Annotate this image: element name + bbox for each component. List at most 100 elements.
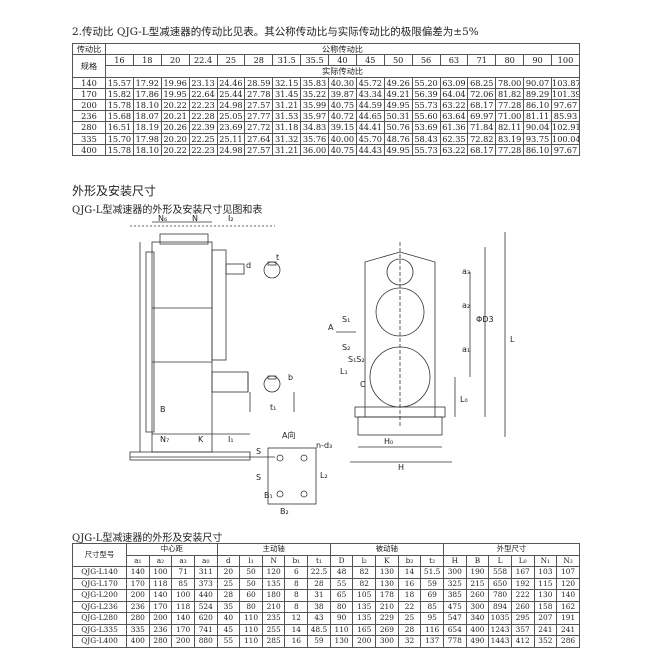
dim-value-cell: 85 <box>420 600 444 613</box>
ratio-value-cell: 17.98 <box>132 132 162 145</box>
dim-value-cell: 116 <box>420 623 444 636</box>
dim-value-cell: 14 <box>397 566 422 579</box>
ratio-value-cell: 22.28 <box>188 110 218 123</box>
ratio-value-cell: 93.75 <box>523 132 552 145</box>
dim-value-cell: 241 <box>556 623 580 636</box>
ratio-value-cell: 17.92 <box>132 76 162 89</box>
ratio-value-cell: 22.64 <box>188 87 218 100</box>
svg-text:n-d₃: n-d₃ <box>316 441 332 450</box>
dim-subheader-cell: N₂ <box>556 554 580 567</box>
dim-value-cell: 335 <box>126 623 150 636</box>
dim-value-cell: 82 <box>352 566 377 579</box>
ratio-value-cell: 101.39 <box>551 87 580 100</box>
ratio-value-cell: 20.22 <box>160 98 190 112</box>
dim-header-model: 尺寸型号 <box>72 543 127 567</box>
svg-text:L₂: L₂ <box>320 471 328 480</box>
ratio-value-cell: 19.96 <box>160 76 190 89</box>
ratio-nominal-label: 公称传动比 <box>105 42 580 56</box>
ratio-nominal-cell: 63 <box>439 54 469 67</box>
dim-value-cell: 400 <box>126 635 150 648</box>
dim-value-cell: 110 <box>329 623 354 636</box>
ratio-value-cell: 15.78 <box>105 98 134 112</box>
drawing-shaft-output <box>211 371 249 393</box>
ratio-value-cell: 62.35 <box>439 132 469 145</box>
ratio-value-cell: 18.10 <box>132 98 162 112</box>
dim-value-cell: 524 <box>193 600 218 613</box>
ratio-value-cell: 44.43 <box>355 143 385 156</box>
dim-value-cell: 558 <box>488 566 512 579</box>
ratio-value-cell: 83.19 <box>495 132 525 145</box>
dim-value-cell: 28 <box>307 577 331 590</box>
ratio-value-cell: 16.51 <box>105 121 134 134</box>
dim-subheader-cell: K <box>375 554 399 567</box>
svg-text:S₁S₂: S₁S₂ <box>348 355 365 364</box>
dim-value-cell: 260 <box>510 600 535 613</box>
svg-text:I₂: I₂ <box>228 214 234 223</box>
dim-value-cell: 35 <box>216 600 241 613</box>
ratio-value-cell: 31.32 <box>272 132 302 145</box>
ratio-value-cell: 40.75 <box>328 143 357 156</box>
dim-value-cell: 475 <box>442 600 467 613</box>
dim-model-cell: QJG-L400 <box>72 635 127 648</box>
svg-text:A向: A向 <box>282 430 295 440</box>
dim-value-cell: 32 <box>397 635 422 648</box>
ratio-value-cell: 68.17 <box>467 98 497 112</box>
dim-subheader-cell: t₁ <box>307 554 331 567</box>
ratio-value-cell: 81.11 <box>523 110 552 123</box>
dim-value-cell: 50 <box>239 566 263 579</box>
ratio-nominal-cell: 100 <box>551 54 580 67</box>
ratio-value-cell: 44.41 <box>355 121 385 134</box>
svg-text:B₂: B₂ <box>280 507 289 516</box>
dim-value-cell: 118 <box>148 577 173 590</box>
ratio-value-cell: 27.64 <box>244 132 274 145</box>
dim-value-cell: 200 <box>352 635 377 648</box>
dim-subheader-cell: H <box>442 554 467 567</box>
ratio-section-heading: 2.传动比 QJG-L型减速器的传动比见表。其公称传动比与实际传动比的极限偏差为… <box>72 26 479 38</box>
dim-subheader-cell: a₀ <box>193 554 218 567</box>
ratio-value-cell: 55.73 <box>411 143 441 156</box>
dim-value-cell: 235 <box>261 612 286 625</box>
reducer-outline-drawing: N₆ N I₂ d t A S₁ S₂ L₁ S₁S₂ C b t₁ B N₇ … <box>129 214 515 516</box>
dim-value-cell: 200 <box>126 589 150 602</box>
ratio-nominal-cell: 40 <box>328 54 357 67</box>
ratio-value-cell: 36.00 <box>300 143 329 156</box>
dim-value-cell: 28 <box>216 589 241 602</box>
ratio-value-cell: 24.98 <box>216 143 246 156</box>
ratio-value-cell: 63.22 <box>439 98 469 112</box>
dim-value-cell: 295 <box>510 612 535 625</box>
dim-value-cell: 16 <box>397 577 422 590</box>
svg-text:L: L <box>510 335 515 344</box>
svg-text:d: d <box>246 261 251 270</box>
ratio-size-cell: 140 <box>72 76 106 89</box>
svg-text:S: S <box>256 473 261 482</box>
dim-value-cell: 894 <box>488 600 512 613</box>
dim-value-cell: 241 <box>533 623 558 636</box>
dim-value-cell: 25 <box>216 577 241 590</box>
dim-value-cell: 130 <box>329 635 354 648</box>
dim-value-cell: 192 <box>510 577 535 590</box>
ratio-value-cell: 77.28 <box>495 143 525 156</box>
ratio-value-cell: 85.93 <box>551 110 580 123</box>
dim-value-cell: 167 <box>510 566 535 579</box>
ratio-value-cell: 40.72 <box>328 110 357 123</box>
dim-value-cell: 51.5 <box>420 566 444 579</box>
dim-value-cell: 780 <box>488 589 512 602</box>
ratio-value-cell: 25.11 <box>216 132 246 145</box>
dim-value-cell: 191 <box>556 612 580 625</box>
dim-value-cell: 180 <box>261 589 286 602</box>
ratio-value-cell: 100.04 <box>551 132 580 145</box>
dim-value-cell: 8 <box>284 600 309 613</box>
ratio-value-cell: 15.78 <box>105 143 134 156</box>
dim-value-cell: 130 <box>533 589 558 602</box>
dim-value-cell: 170 <box>171 623 195 636</box>
ratio-corner-top: 传动比 <box>72 42 106 56</box>
dim-value-cell: 229 <box>375 612 399 625</box>
ratio-value-cell: 63.09 <box>439 76 469 89</box>
shape-section-description: QJG-L型减速器的外形及安装尺寸见图和表 <box>72 205 263 216</box>
ratio-corner-bottom: 规格 <box>72 54 106 78</box>
